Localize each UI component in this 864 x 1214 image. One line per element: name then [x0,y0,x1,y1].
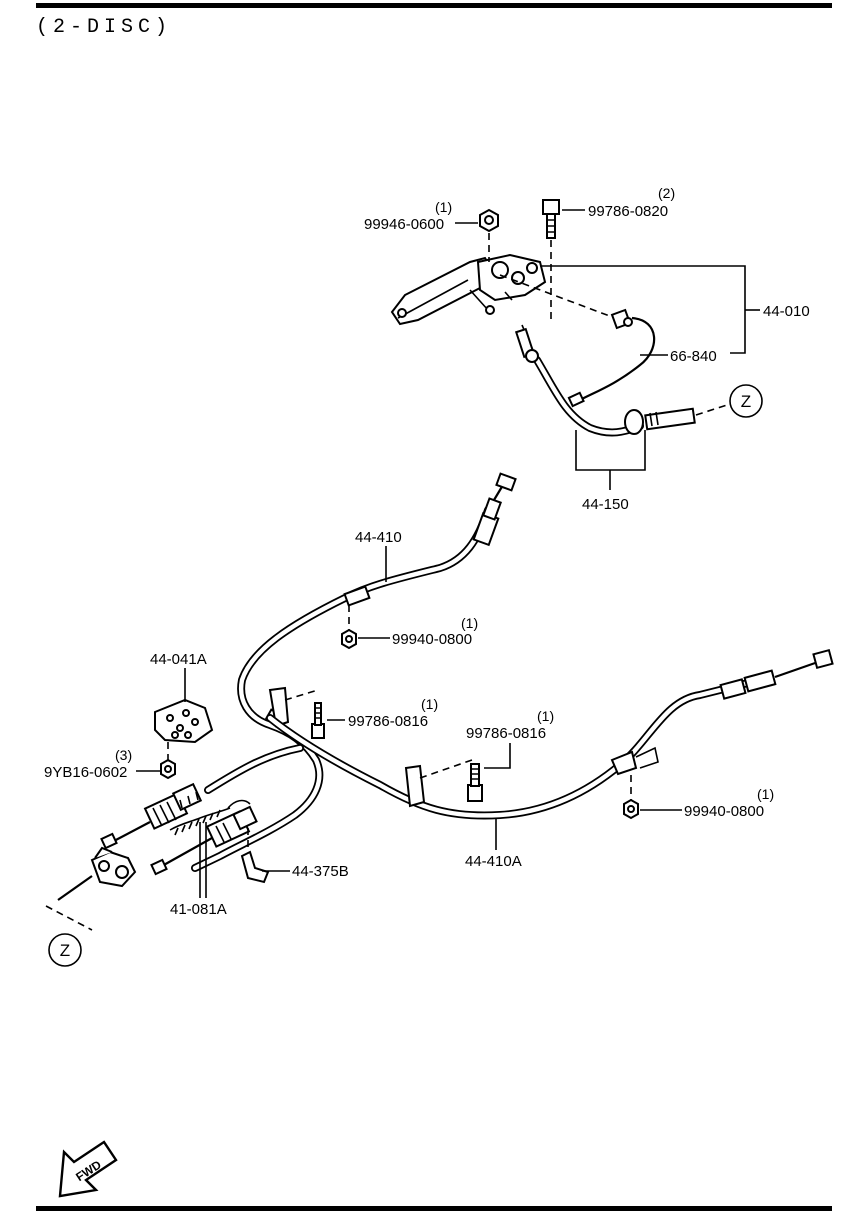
qty-bolt-left: (1) [421,696,438,712]
qty-bolt-right: (1) [537,708,554,724]
qty-nut-right: (1) [757,786,774,802]
label-99786-0820: 99786-0820 [588,203,668,220]
rear-cable-44-410 [191,472,517,872]
qty-nut-top: (1) [435,199,452,215]
diagram-heading: (2-DISC) [36,16,173,39]
nut-99940-0800-right-icon [623,798,639,820]
front-cable-44-150 [514,324,696,437]
nut-99946-0600-icon [479,208,499,233]
bolt-99786-0816-right-icon [467,763,483,802]
bracket-44-375b-icon [240,850,270,884]
equalizer-44-041a [154,698,214,744]
label-44-410a: 44-410A [465,853,522,870]
bolt-99786-0820-icon [542,199,560,239]
label-99946-0600: 99946-0600 [364,216,444,233]
label-44-375b: 44-375B [292,863,349,880]
reference-marker-z-top: Z [729,384,763,418]
bottom-rule [36,1206,832,1211]
leader-lines [136,209,760,898]
label-44-150: 44-150 [582,496,629,513]
label-9yb16-0602: 9YB16-0602 [44,764,127,781]
fwd-arrow-icon: FWD [58,1140,118,1198]
label-99940-0800-mid: 99940-0800 [392,631,472,648]
front-return-spring-assembly [100,744,304,876]
qty-nut-equalizer: (3) [115,747,132,763]
bolt-99786-0816-left-icon [311,702,325,739]
top-rule [36,3,832,8]
label-44-041a: 44-041A [150,651,207,668]
rear-cable-44-410a [266,648,834,820]
label-99786-0816-right: 99786-0816 [466,725,546,742]
qty-bolt-top: (2) [658,185,675,201]
rear-caliper-linkage [57,846,137,901]
qty-nut-mid: (1) [461,615,478,631]
label-44-010: 44-010 [763,303,810,320]
nut-9yb16-0602-icon [160,758,176,780]
brake-switch-66-840 [567,308,656,408]
label-41-081a: 41-081A [170,901,227,918]
reference-marker-z-bottom: Z [48,933,82,967]
label-99786-0816-left: 99786-0816 [348,713,428,730]
label-44-410: 44-410 [355,529,402,546]
nut-99940-0800-mid-icon [341,628,357,650]
part-labels: (1) 99946-0600 (2) 99786-0820 44-010 66-… [44,185,810,918]
svg-text:Z: Z [741,392,751,411]
parking-brake-lever [390,253,547,326]
label-99940-0800-right: 99940-0800 [684,803,764,820]
label-66-840: 66-840 [670,348,717,365]
svg-text:Z: Z [60,941,70,960]
